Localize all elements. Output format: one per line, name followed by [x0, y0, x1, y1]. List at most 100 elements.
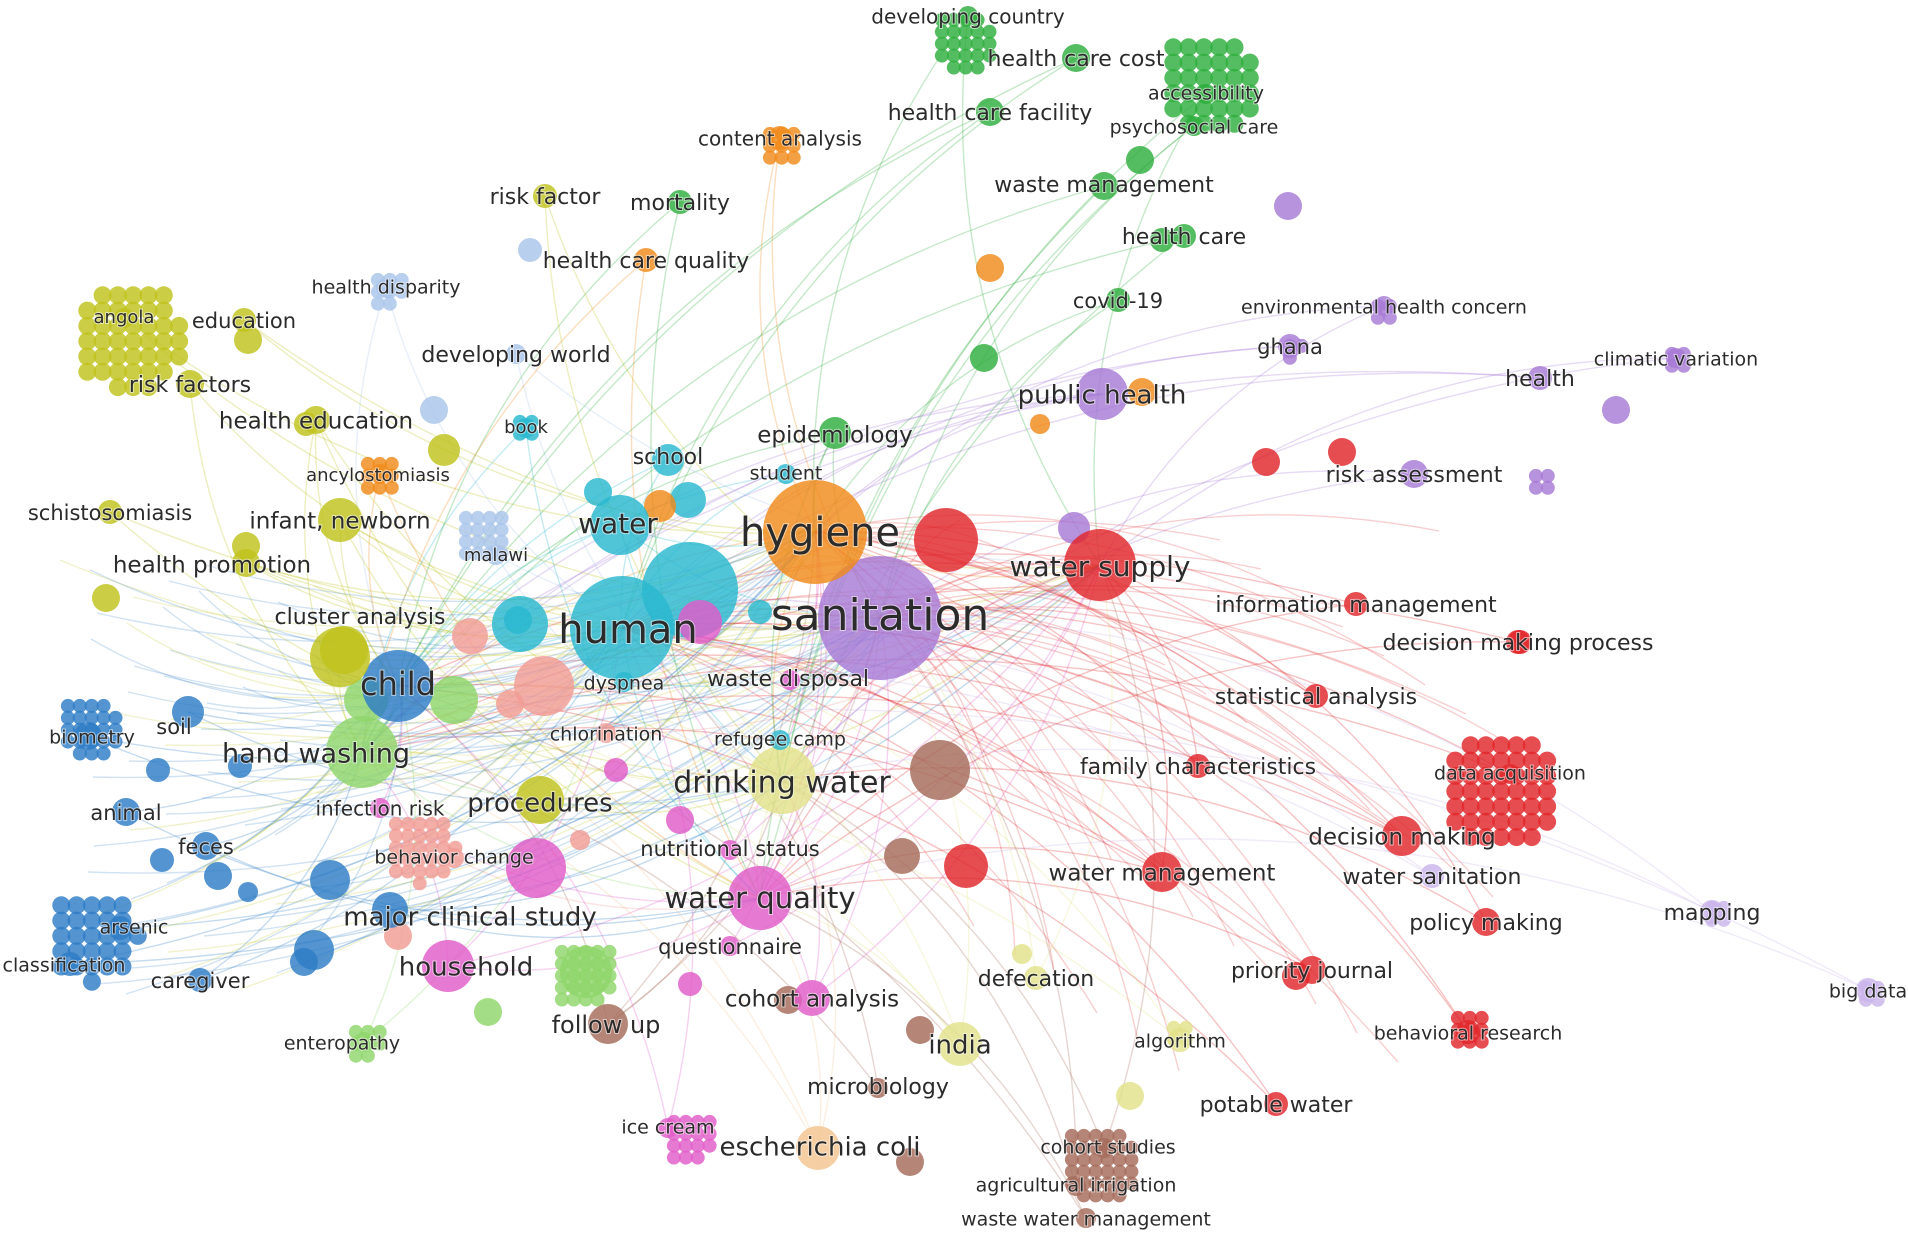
- cluster-dot[interactable]: [93, 286, 112, 305]
- cluster-dot[interactable]: [958, 60, 973, 75]
- network-node[interactable]: [944, 844, 988, 888]
- cluster-dot[interactable]: [1164, 84, 1183, 103]
- network-node[interactable]: [976, 254, 1004, 282]
- cluster-dot[interactable]: [970, 60, 985, 75]
- cluster-dot[interactable]: [124, 378, 143, 397]
- cluster-dot[interactable]: [946, 36, 961, 51]
- node-infection-risk[interactable]: [370, 798, 390, 818]
- node-procedures[interactable]: [516, 776, 564, 824]
- cluster-dot[interactable]: [400, 828, 415, 843]
- cluster-dot[interactable]: [1194, 68, 1213, 87]
- cluster-dot[interactable]: [1476, 797, 1495, 816]
- node-cluster-analysis[interactable]: [310, 627, 370, 687]
- cluster-dot[interactable]: [470, 510, 485, 525]
- node-developing-country[interactable]: [958, 6, 978, 26]
- cluster-dot[interactable]: [424, 816, 439, 831]
- network-node[interactable]: [428, 434, 460, 466]
- cluster-dot[interactable]: [1507, 782, 1526, 801]
- cluster-dot[interactable]: [946, 60, 961, 75]
- cluster-dot[interactable]: [424, 852, 439, 867]
- node-decision-making[interactable]: [1382, 816, 1422, 856]
- network-node[interactable]: [430, 676, 478, 724]
- cluster-dot[interactable]: [1476, 782, 1495, 801]
- node-major-clinical-study[interactable]: [372, 892, 408, 928]
- cluster-dot[interactable]: [1164, 38, 1183, 57]
- cluster-dot[interactable]: [139, 332, 158, 351]
- cluster-dot[interactable]: [1225, 114, 1244, 133]
- cluster-dot[interactable]: [934, 36, 949, 51]
- cluster-dot[interactable]: [1225, 99, 1244, 118]
- cluster-dot[interactable]: [1446, 751, 1465, 770]
- cluster-dot[interactable]: [124, 286, 143, 305]
- cluster-dot[interactable]: [554, 992, 569, 1007]
- node-information-management[interactable]: [1344, 592, 1368, 616]
- cluster-dot[interactable]: [78, 316, 97, 335]
- network-node[interactable]: [228, 754, 252, 778]
- node-algorithm[interactable]: [1168, 1028, 1192, 1052]
- cluster-dot[interactable]: [1088, 1176, 1103, 1191]
- cluster-dot[interactable]: [1112, 1188, 1127, 1203]
- cluster-dot[interactable]: [1476, 766, 1495, 785]
- cluster-dot[interactable]: [1064, 1140, 1079, 1155]
- cluster-dot[interactable]: [84, 710, 99, 725]
- cluster-dot[interactable]: [93, 301, 112, 320]
- cluster-dot[interactable]: [1064, 1128, 1079, 1143]
- cluster-dot[interactable]: [1076, 1128, 1091, 1143]
- cluster-dot[interactable]: [154, 362, 173, 381]
- cluster-dot[interactable]: [60, 698, 75, 713]
- cluster-dot[interactable]: [170, 347, 189, 366]
- cluster-dot[interactable]: [72, 746, 87, 761]
- node-cohort-analysis[interactable]: [794, 980, 830, 1016]
- cluster-dot[interactable]: [82, 911, 101, 930]
- node-questionnaire[interactable]: [720, 936, 740, 956]
- cluster-dot[interactable]: [1474, 1010, 1489, 1025]
- cluster-dot[interactable]: [1194, 38, 1213, 57]
- cluster-dot[interactable]: [1124, 1176, 1139, 1191]
- cluster-dot[interactable]: [1179, 38, 1198, 57]
- node-feces[interactable]: [192, 832, 220, 860]
- node-sanitation[interactable]: [818, 556, 942, 680]
- node-health-care-cost[interactable]: [1062, 44, 1090, 72]
- network-node[interactable]: [504, 606, 532, 634]
- cluster-dot[interactable]: [1528, 468, 1543, 483]
- cluster-dot[interactable]: [108, 710, 123, 725]
- network-node[interactable]: [678, 600, 722, 644]
- node-defecation[interactable]: [1024, 966, 1048, 990]
- node-health-promotion[interactable]: [232, 549, 260, 577]
- network-node[interactable]: [678, 972, 702, 996]
- cluster-dot[interactable]: [436, 828, 451, 843]
- network-node[interactable]: [518, 238, 542, 262]
- cluster-dot[interactable]: [678, 1114, 693, 1129]
- node-family-characteristics[interactable]: [1186, 754, 1210, 778]
- node-health-care-facility[interactable]: [976, 98, 1004, 126]
- cluster-dot[interactable]: [934, 12, 949, 27]
- cluster-dot[interactable]: [678, 1126, 693, 1141]
- cluster-dot[interactable]: [108, 378, 127, 397]
- node-risk-factor[interactable]: [533, 184, 557, 208]
- node-psychosocial-care[interactable]: [1184, 116, 1204, 136]
- cluster-dot[interactable]: [1446, 782, 1465, 801]
- node-public-health[interactable]: [1076, 368, 1128, 420]
- node-behavioral-research[interactable]: [1456, 1020, 1480, 1044]
- node-epidemiology[interactable]: [819, 417, 851, 449]
- cluster-dot[interactable]: [946, 24, 961, 39]
- cluster-dot[interactable]: [1064, 1152, 1079, 1167]
- cluster-dot[interactable]: [372, 1036, 387, 1051]
- node-decision-making-process[interactable]: [1506, 630, 1530, 654]
- node-ghana[interactable]: [1278, 334, 1302, 358]
- cluster-dot[interactable]: [1538, 766, 1557, 785]
- cluster-dot[interactable]: [82, 942, 101, 961]
- cluster-dot[interactable]: [388, 852, 403, 867]
- cluster-dot[interactable]: [1225, 68, 1244, 87]
- cluster-dot[interactable]: [1522, 751, 1541, 770]
- network-node[interactable]: [914, 508, 978, 572]
- cluster-dot[interactable]: [82, 972, 101, 991]
- cluster-dot[interactable]: [412, 816, 427, 831]
- node-water-management[interactable]: [1142, 852, 1182, 892]
- network-node[interactable]: [670, 482, 706, 518]
- cluster-dot[interactable]: [1538, 782, 1557, 801]
- cluster-dot[interactable]: [1476, 828, 1495, 847]
- cluster-dot[interactable]: [982, 24, 997, 39]
- cluster-dot[interactable]: [96, 698, 111, 713]
- cluster-dot[interactable]: [1164, 53, 1183, 72]
